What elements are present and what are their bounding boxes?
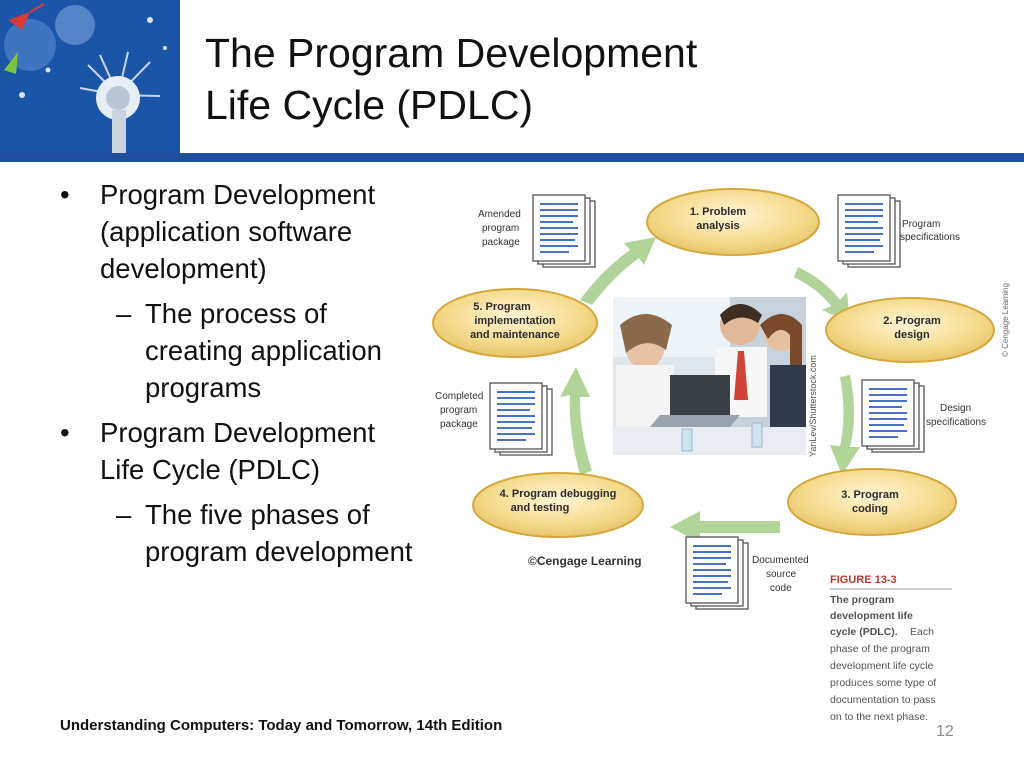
- arrow-coding-to-debugging: [670, 511, 780, 543]
- team-photo: [613, 297, 806, 455]
- arrow-analysis-to-design: [794, 267, 850, 323]
- phase-2-line-2: design: [894, 329, 930, 341]
- figure-caption: FIGURE 13-3 The program development life…: [830, 574, 952, 723]
- phase-3-line-1: 3. Program: [841, 489, 899, 501]
- doc-1-line-1: Program: [902, 219, 940, 230]
- doc-4-line-3: package: [440, 419, 478, 430]
- arrow-debugging-to-implementation: [560, 367, 592, 475]
- caption-line-5: phase of the program: [830, 643, 930, 655]
- bullet-list: Program Development (application softwar…: [60, 176, 420, 578]
- caption-line-7: produces some type of: [830, 677, 936, 689]
- bullet-pdlc: Program Development Life Cycle (PDLC): [60, 414, 420, 488]
- phase-1-line-1: 1. Problem: [690, 206, 746, 218]
- slide-number: 12: [936, 723, 954, 740]
- phase-program-coding: 3. Program coding: [787, 468, 957, 536]
- phase-4-line-2: and testing: [511, 502, 570, 514]
- doc-design-specifications: Design specifications: [861, 379, 986, 453]
- side-credit: © Cengage Learning: [1001, 283, 1010, 357]
- cycle-arrows: [560, 237, 860, 543]
- dandelion-illustration: [0, 0, 180, 155]
- doc-4-line-2: program: [440, 405, 477, 416]
- doc-1-line-2: specifications: [900, 232, 960, 243]
- caption-bold-1: The program: [830, 594, 894, 606]
- phase-4-line-1: 4. Program debugging: [500, 488, 617, 500]
- phase-3-line-2: coding: [852, 503, 888, 515]
- doc-program-specifications: Program specifications: [837, 194, 960, 268]
- sub-bullet-five-phases: The five phases of program development: [60, 496, 420, 570]
- arrow-implementation-to-analysis: [580, 237, 656, 305]
- title-divider-bar: [0, 153, 1024, 162]
- slide-title: The Program Development Life Cycle (PDLC…: [205, 27, 905, 131]
- caption-line-8: documentation to pass: [830, 694, 936, 706]
- photo-credit: YanLev/Shutterstock.com: [808, 355, 818, 457]
- caption-bold-2: development life: [830, 610, 913, 622]
- title-line-1: The Program Development: [205, 30, 698, 76]
- doc-amended-program-package: Amended program package: [478, 194, 596, 268]
- phase-2-line-1: 2. Program: [883, 315, 941, 327]
- phase-program-design: 2. Program design: [825, 297, 995, 363]
- caption-line-9: on to the next phase.: [830, 711, 928, 723]
- sub-bullet-process: The process of creating application prog…: [60, 295, 420, 406]
- doc-3-line-1: Documented: [752, 555, 809, 566]
- phase-problem-analysis: 1. Problem analysis: [646, 188, 820, 256]
- phase-5-line-3: and maintenance: [470, 329, 560, 341]
- doc-5-line-3: package: [482, 237, 520, 248]
- doc-5-line-2: program: [482, 223, 519, 234]
- caption-line-6: development life cycle: [830, 660, 933, 672]
- doc-4-line-1: Completed: [435, 391, 483, 402]
- caption-bold-3: cycle (PDLC).: [830, 626, 898, 638]
- pdlc-diagram: YanLev/Shutterstock.com © Cengage Learni…: [430, 175, 1024, 735]
- phase-1-line-2: analysis: [696, 220, 739, 232]
- doc-documented-source-code: Documented source code: [685, 536, 809, 610]
- doc-3-line-3: code: [770, 583, 792, 594]
- doc-5-line-1: Amended: [478, 209, 521, 220]
- doc-2-line-2: specifications: [926, 417, 986, 428]
- cengage-credit: ©Cengage Learning: [528, 554, 642, 568]
- doc-completed-program-package: Completed program package: [435, 382, 553, 456]
- corner-decoration: [0, 0, 180, 155]
- doc-3-line-2: source: [766, 569, 796, 580]
- footer-text: Understanding Computers: Today and Tomor…: [60, 717, 503, 734]
- arrow-design-to-coding: [830, 375, 860, 475]
- title-line-2: Life Cycle (PDLC): [205, 82, 534, 128]
- figure-label: FIGURE 13-3: [830, 574, 897, 586]
- caption-rest-1: Each: [910, 626, 934, 638]
- phase-implementation-maintenance: 5. Program implementation and maintenanc…: [432, 288, 598, 358]
- phase-5-line-1: 5. Program: [473, 301, 531, 313]
- phase-debugging-testing: 4. Program debugging and testing: [472, 472, 644, 538]
- doc-2-line-1: Design: [940, 403, 971, 414]
- phase-5-line-2: implementation: [474, 315, 556, 327]
- bullet-program-development: Program Development (application softwar…: [60, 176, 420, 287]
